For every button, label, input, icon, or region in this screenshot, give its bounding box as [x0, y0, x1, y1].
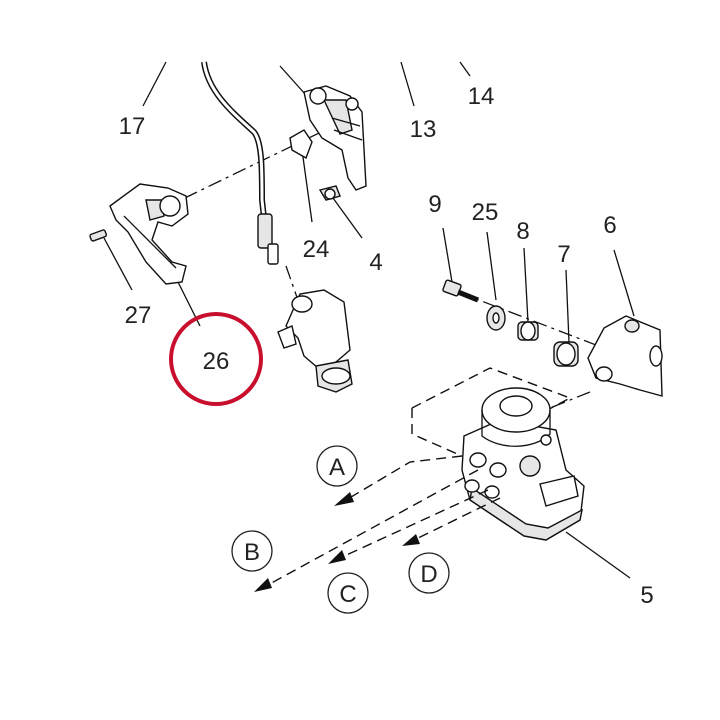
flow-marker-d: D	[420, 561, 437, 588]
callout-27: 27	[125, 302, 152, 329]
clip-24	[289, 129, 313, 160]
callout-13: 13	[410, 116, 437, 143]
alignment-bolt	[457, 291, 636, 361]
flow-marker-b-circle	[231, 530, 273, 572]
flow-marker-d-circle	[408, 552, 450, 594]
leader-9	[442, 227, 453, 283]
lever-bracket-26	[89, 183, 189, 285]
leader-lines	[103, 61, 635, 579]
leader-14	[459, 61, 471, 77]
fastener-stack	[442, 279, 579, 367]
flow-lines	[254, 455, 501, 592]
mount-outline-lower	[411, 408, 463, 457]
highlight-ring	[169, 312, 263, 406]
flow-line-a	[345, 455, 463, 501]
leader-27	[103, 237, 133, 291]
line-fitting	[257, 213, 273, 249]
callout-17: 17	[119, 113, 146, 140]
flow-marker-b: B	[244, 539, 260, 566]
leader-4	[332, 197, 363, 239]
port-1	[469, 452, 487, 468]
port-3	[464, 479, 480, 493]
port-2	[489, 462, 507, 478]
flow-marker-a-circle	[316, 445, 358, 487]
leader-13	[400, 61, 415, 107]
callout-4: 4	[369, 249, 382, 276]
leader-25	[486, 231, 497, 301]
flow-marker-c-circle	[327, 572, 369, 614]
flow-arrow-b	[254, 578, 272, 592]
bolt-27	[89, 229, 108, 242]
mounting-bracket-6	[587, 315, 663, 397]
mount-outline-upper	[411, 367, 572, 415]
callout-9: 9	[428, 191, 441, 218]
leader-6	[613, 249, 635, 317]
connector-block	[539, 475, 579, 507]
port-4	[484, 485, 500, 499]
callout-8: 8	[516, 218, 529, 245]
callout-5: 5	[640, 582, 653, 609]
flow-line-c	[339, 489, 489, 559]
callout-labels: 17 13 14 24 4 27 26 9 25 8 7 6 5	[119, 83, 654, 609]
valve-cap	[519, 455, 541, 477]
leader-5	[565, 531, 631, 579]
leader-upper-bracket	[279, 65, 306, 95]
upper-bracket-assembly	[289, 85, 367, 201]
flow-arrow-c	[328, 550, 346, 564]
flow-arrow-d	[402, 534, 420, 546]
flow-line-b	[265, 469, 479, 587]
callout-26: 26	[203, 348, 230, 375]
flow-markers: A B C D	[231, 445, 450, 614]
leader-7	[565, 269, 570, 343]
callout-6: 6	[603, 212, 616, 239]
callout-7: 7	[557, 241, 570, 268]
callout-14: 14	[468, 83, 495, 110]
leader-24	[301, 149, 313, 223]
master-cylinder	[277, 289, 353, 393]
leader-17	[142, 61, 167, 107]
hydraulic-unit-5	[461, 387, 585, 541]
flow-marker-c: C	[339, 581, 356, 608]
callout-24: 24	[303, 236, 330, 263]
leader-8	[523, 247, 529, 323]
flow-marker-a: A	[329, 454, 345, 481]
callout-25: 25	[472, 199, 499, 226]
flow-arrow-a	[334, 492, 354, 506]
brake-line	[201, 61, 279, 265]
